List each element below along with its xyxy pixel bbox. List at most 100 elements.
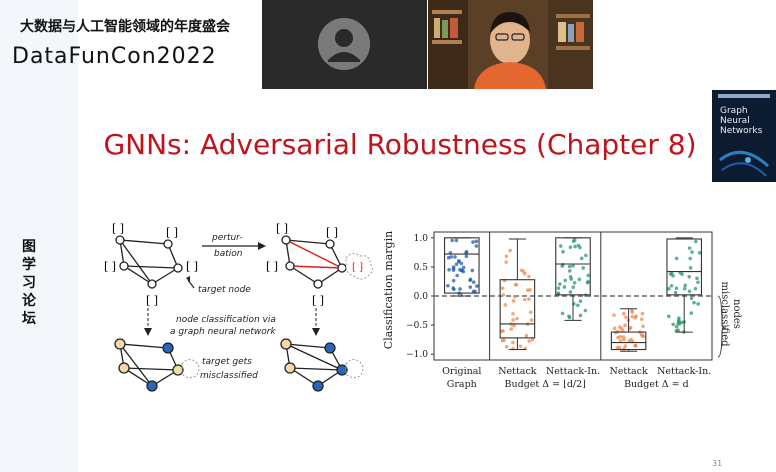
box-series: [610, 308, 647, 352]
y-ticks: 1.00.50.0−0.5−1.0: [406, 234, 434, 360]
data-point: [621, 335, 626, 339]
x-tick-label: Nettack-In.: [657, 366, 711, 377]
x-tick-label: Graph: [447, 379, 477, 390]
data-point: [690, 250, 694, 254]
data-point: [581, 266, 586, 270]
data-point: [692, 300, 696, 305]
misclassified-bracket: [717, 295, 727, 358]
book-cover: Graph Neural Networks: [712, 90, 776, 182]
perturbation-label-1: pertur-: [211, 233, 243, 243]
data-point: [573, 244, 577, 249]
data-point: [446, 283, 450, 288]
misclassified-note-1: misclassified: [719, 281, 730, 347]
data-point: [458, 287, 462, 291]
data-point: [511, 318, 515, 322]
data-point: [568, 245, 573, 250]
event-title: 大数据与人工智能领域的年度盛会: [20, 19, 230, 35]
slide-title: GNNs: Adversarial Robustness (Chapter 8): [103, 128, 697, 161]
page-number: 31: [712, 459, 723, 468]
data-point: [583, 308, 588, 313]
classification-margin-chart: Classification margin 1.00.50.0−0.5−1.0 …: [382, 231, 742, 390]
data-point: [512, 323, 516, 328]
data-point: [578, 299, 583, 304]
data-point: [464, 254, 469, 259]
data-point: [639, 317, 644, 322]
adversarial-attack-diagram: [ ] [ ] [ ] [ ] [ ] pertur- bation targe…: [104, 222, 374, 392]
data-point: [674, 286, 679, 291]
video-tile-placeholder[interactable]: [262, 0, 427, 89]
data-point: [518, 344, 523, 349]
data-point: [577, 277, 582, 282]
data-point: [556, 286, 561, 291]
data-point: [630, 314, 634, 319]
data-point: [641, 334, 646, 339]
data-point: [633, 343, 637, 348]
data-point: [519, 268, 524, 273]
data-point: [623, 323, 627, 328]
data-point: [568, 290, 573, 294]
side-title-char: 习: [22, 275, 36, 291]
y-tick-label: −0.5: [406, 321, 428, 331]
data-point: [455, 273, 459, 278]
side-title-char: 论: [22, 293, 36, 309]
box: [555, 237, 591, 296]
data-point: [634, 314, 638, 318]
data-point: [523, 297, 527, 302]
data-point: [454, 262, 459, 266]
data-point: [624, 315, 628, 319]
data-point: [612, 313, 616, 317]
y-tick-label: −1.0: [406, 350, 428, 360]
data-point: [454, 238, 459, 243]
data-point: [674, 256, 679, 261]
data-point: [576, 303, 580, 308]
data-point: [528, 310, 533, 314]
data-point: [669, 283, 674, 288]
data-point: [474, 244, 479, 248]
data-point: [687, 274, 691, 279]
classification-label-1: node classification via: [176, 315, 276, 325]
box-series: [499, 238, 536, 351]
data-point: [571, 239, 576, 243]
data-point: [511, 299, 516, 303]
y-tick-label: 0.0: [414, 292, 429, 302]
feature-bracket: [ ]: [326, 226, 338, 239]
data-point: [695, 276, 699, 281]
data-point: [618, 338, 623, 343]
box: [444, 237, 480, 294]
data-point: [473, 289, 477, 294]
data-point: [515, 316, 519, 321]
data-point: [578, 245, 582, 250]
data-point: [464, 250, 468, 255]
data-point: [468, 278, 472, 283]
data-point: [524, 333, 529, 338]
data-point: [586, 273, 591, 278]
data-point: [689, 296, 694, 301]
data-point: [667, 287, 671, 291]
feature-bracket: [ ]: [266, 260, 278, 273]
feature-bracket: [ ]: [146, 294, 158, 307]
data-point: [449, 255, 453, 259]
data-point: [677, 316, 681, 321]
data-point: [527, 297, 531, 301]
data-point: [567, 315, 572, 320]
video-tile-speaker[interactable]: [428, 0, 593, 89]
data-point: [689, 311, 694, 315]
data-point: [456, 259, 461, 263]
data-point: [584, 253, 588, 258]
data-point: [504, 260, 508, 264]
data-point: [674, 324, 679, 329]
data-point: [579, 256, 584, 261]
x-tick-label: Nettack-In.: [546, 366, 600, 377]
data-point: [512, 294, 517, 299]
data-point: [501, 293, 506, 297]
data-point: [696, 302, 700, 306]
data-point: [571, 263, 575, 268]
data-point: [468, 285, 473, 289]
perturbed-feature: [ ]: [352, 262, 363, 273]
data-point: [558, 282, 562, 286]
data-point: [451, 278, 456, 283]
data-point: [572, 280, 577, 285]
data-point: [687, 246, 692, 250]
feature-bracket: [ ]: [104, 260, 116, 273]
data-point: [671, 322, 675, 327]
